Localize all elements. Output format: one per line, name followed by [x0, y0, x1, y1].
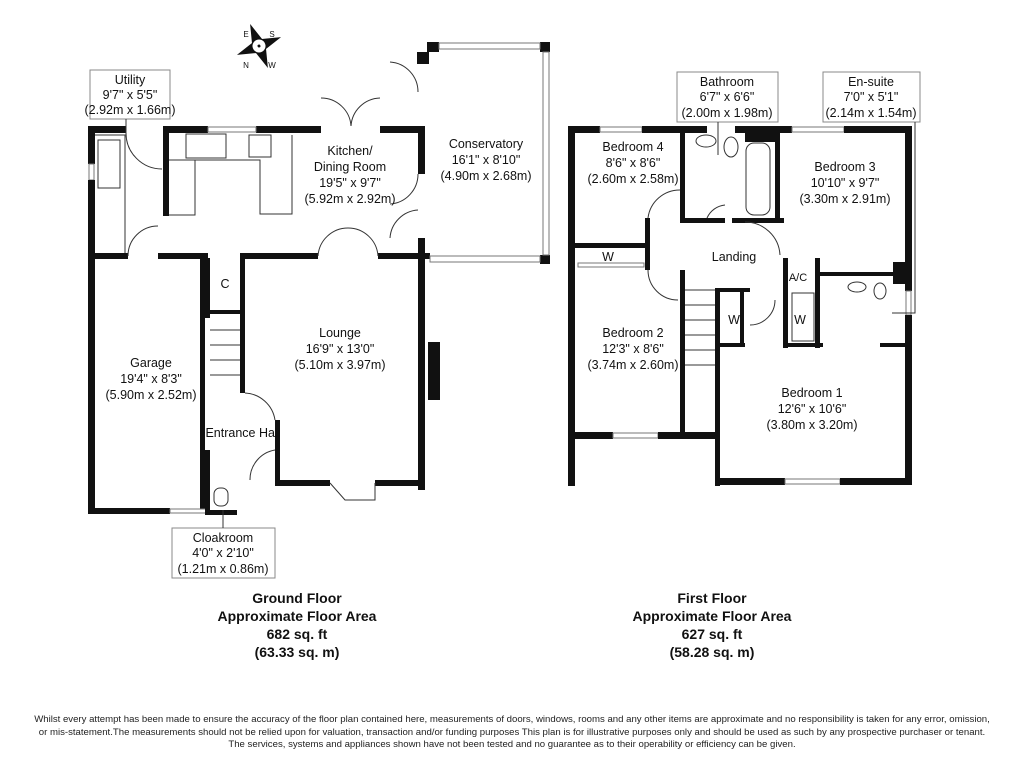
first-floor-title: First Floor	[677, 590, 747, 606]
cloakroom-name: Cloakroom	[193, 531, 253, 545]
ground-floor-title: Ground Floor	[252, 590, 342, 606]
wardrobe-label-bedroom2: W	[602, 250, 614, 264]
bedroom3-imperial: 10'10" x 9'7"	[811, 176, 880, 190]
bedroom1-metric: (3.80m x 3.20m)	[766, 418, 857, 432]
lounge-metric: (5.10m x 3.97m)	[294, 358, 385, 372]
garage-metric: (5.90m x 2.52m)	[105, 388, 196, 402]
first-floor-sqft: 627 sq. ft	[681, 626, 743, 642]
first-floor-subtitle: Approximate Floor Area	[632, 608, 792, 624]
compass-s: S	[269, 30, 274, 39]
disclaimer-line-2: or mis-statement.The measurements should…	[38, 726, 986, 738]
ensuite-imperial: 7'0" x 5'1"	[844, 90, 899, 104]
utility-name: Utility	[115, 73, 146, 87]
bedroom2-imperial: 12'3" x 8'6"	[602, 342, 664, 356]
compass-w: W	[268, 61, 276, 70]
stairs	[210, 329, 240, 376]
ground-floor-sqft: 682 sq. ft	[266, 626, 328, 642]
disclaimer-line-3: The services, systems and appliances sho…	[228, 739, 796, 750]
kitchen-name-1: Kitchen/	[327, 144, 373, 158]
kitchen-metric: (5.92m x 2.92m)	[304, 192, 395, 206]
ensuite-metric: (2.14m x 1.54m)	[825, 106, 916, 120]
bathroom-metric: (2.00m x 1.98m)	[681, 106, 772, 120]
cupboard-label: C	[220, 277, 229, 291]
utility-imperial: 9'7" x 5'5"	[103, 88, 158, 102]
bedroom3-name: Bedroom 3	[814, 160, 875, 174]
landing-label: Landing	[712, 250, 757, 264]
disclaimer-line-1: Whilst every attempt has been made to en…	[34, 714, 990, 725]
first-floor-summary: First Floor Approximate Floor Area 627 s…	[582, 589, 842, 661]
ground-floor-sqm: (63.33 sq. m)	[254, 644, 340, 660]
garage-imperial: 19'4" x 8'3"	[120, 372, 182, 386]
stairs	[685, 289, 715, 366]
bedroom1-name: Bedroom 1	[781, 386, 842, 400]
lounge-name: Lounge	[319, 326, 361, 340]
bathroom-imperial: 6'7" x 6'6"	[700, 90, 755, 104]
conservatory-metric: (4.90m x 2.68m)	[440, 169, 531, 183]
ground-floor-plan: E S N W	[84, 23, 550, 579]
compass-n: N	[243, 61, 249, 70]
bedroom4-metric: (2.60m x 2.58m)	[587, 172, 678, 186]
disclaimer: Whilst every attempt has been made to en…	[0, 714, 1024, 752]
bedroom4-imperial: 8'6" x 8'6"	[606, 156, 661, 170]
conservatory-name: Conservatory	[449, 137, 524, 151]
ac-label: A/C	[789, 272, 807, 284]
ensuite-name: En-suite	[848, 75, 894, 89]
wardrobe-label-bedroom1b: W	[794, 313, 806, 327]
kitchen-name-2: Dining Room	[314, 160, 386, 174]
ground-floor-summary: Ground Floor Approximate Floor Area 682 …	[167, 589, 427, 661]
utility-metric: (2.92m x 1.66m)	[84, 103, 175, 117]
first-floor-plan: Bathroom 6'7" x 6'6" (2.00m x 1.98m) En-…	[568, 71, 921, 486]
bedroom3-metric: (3.30m x 2.91m)	[799, 192, 890, 206]
wardrobe-label-bedroom1a: W	[728, 313, 740, 327]
bedroom1-imperial: 12'6" x 10'6"	[778, 402, 847, 416]
lounge-imperial: 16'9" x 13'0"	[306, 342, 375, 356]
garage-name: Garage	[130, 356, 172, 370]
compass-e: E	[243, 30, 248, 39]
first-floor-sqm: (58.28 sq. m)	[669, 644, 755, 660]
cloakroom-imperial: 4'0" x 2'10"	[192, 546, 254, 560]
entrance-hall-label: Entrance Hall	[205, 426, 280, 440]
bathroom-name: Bathroom	[700, 75, 754, 89]
conservatory-imperial: 16'1" x 8'10"	[452, 153, 521, 167]
cloakroom-metric: (1.21m x 0.86m)	[177, 562, 268, 576]
bedroom2-metric: (3.74m x 2.60m)	[587, 358, 678, 372]
ground-floor-subtitle: Approximate Floor Area	[217, 608, 377, 624]
bedroom4-name: Bedroom 4	[602, 140, 663, 154]
compass-icon	[236, 23, 282, 69]
kitchen-imperial: 19'5" x 9'7"	[319, 176, 381, 190]
bedroom2-name: Bedroom 2	[602, 326, 663, 340]
